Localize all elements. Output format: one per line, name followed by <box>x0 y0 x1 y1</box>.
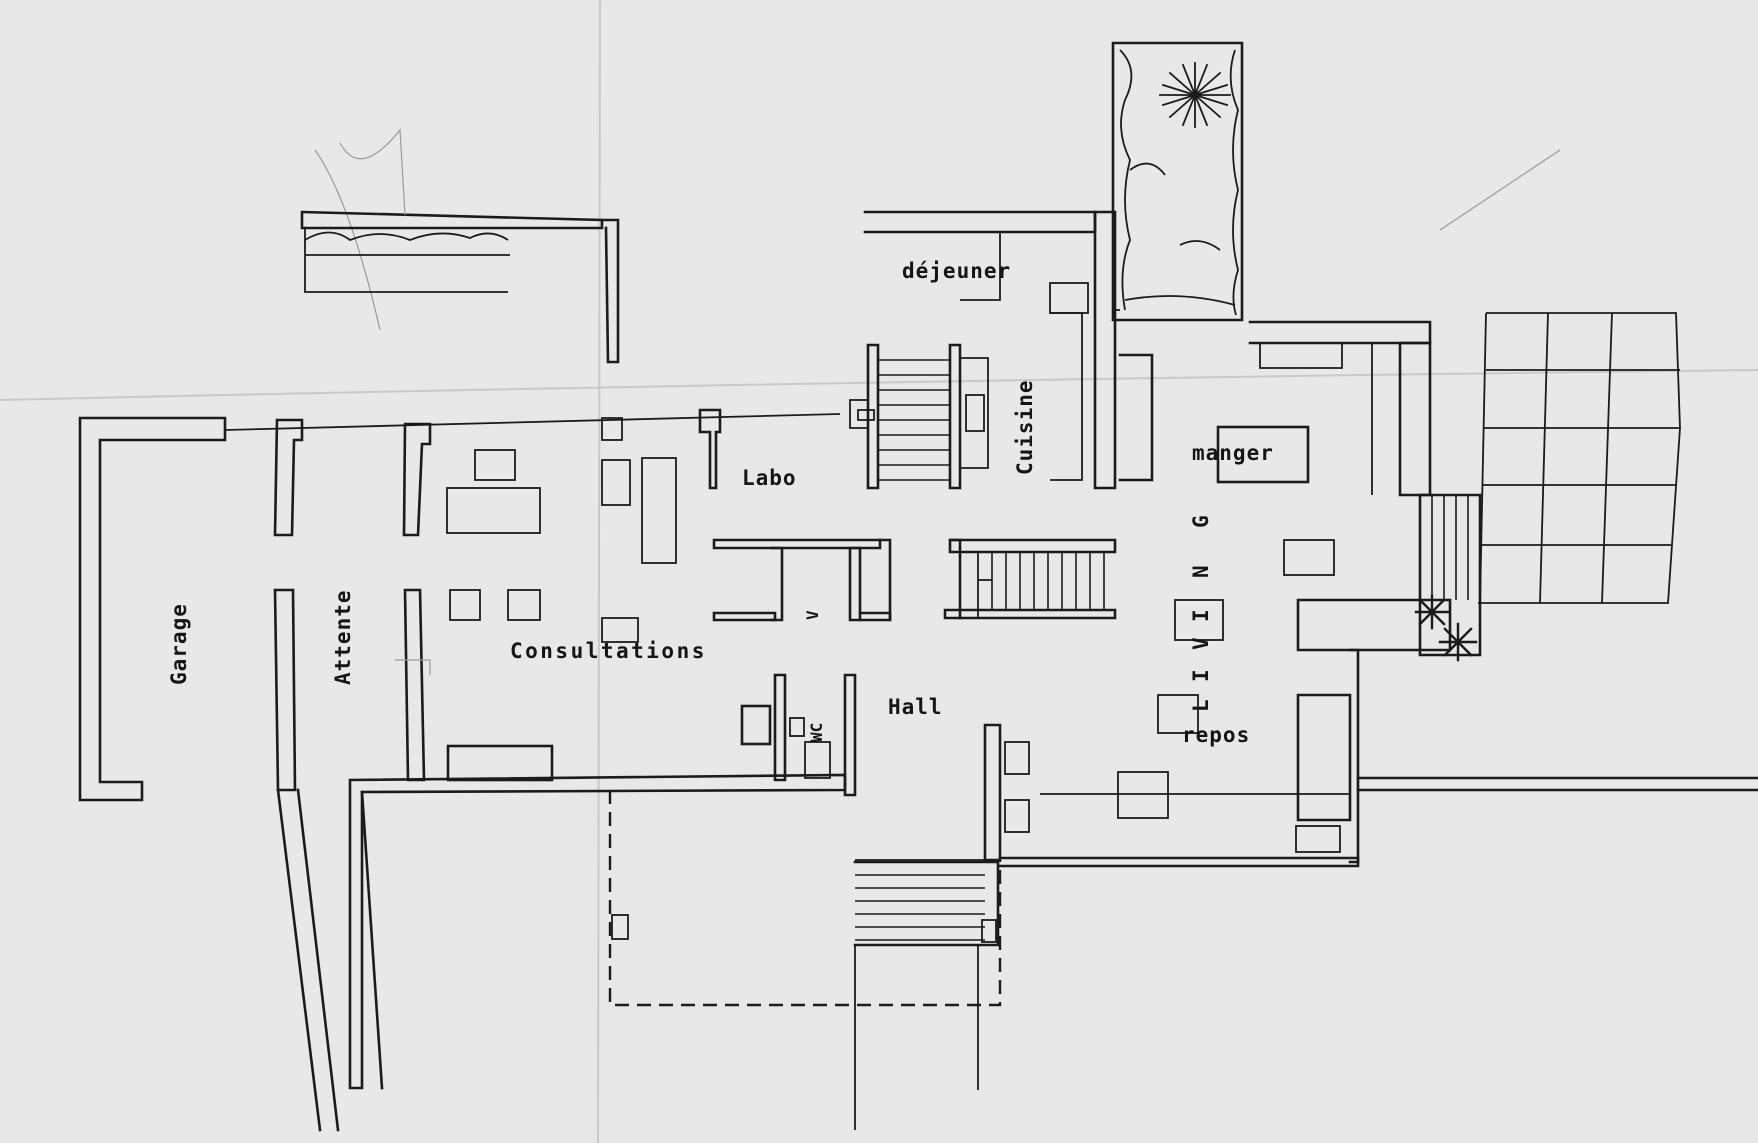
garage-walls <box>78 416 227 802</box>
entrance-steps <box>853 860 1000 1130</box>
room-label-living: G N I V I L <box>1189 514 1213 712</box>
room-label-wc: WC <box>807 723 826 742</box>
plant-icon <box>1414 594 1450 630</box>
upper-stair <box>849 343 989 490</box>
living-letter: N <box>1189 564 1213 578</box>
plant-icon <box>1438 622 1478 662</box>
living-walls <box>998 320 1758 868</box>
room-label-consultations: Consultations <box>510 639 707 663</box>
attente-walls <box>273 418 340 1132</box>
cuisine-walls <box>1050 210 1154 490</box>
room-label-repos: repos <box>1182 723 1250 747</box>
room-label-attente: Attente <box>331 589 355 685</box>
living-letter: L <box>1189 698 1213 712</box>
room-label-dejeuner: déjeuner <box>902 259 1011 283</box>
room-label-garage: Garage <box>167 603 191 685</box>
room-label-v: V <box>803 610 822 620</box>
room-label-labo: Labo <box>742 466 797 490</box>
middle-stair <box>943 538 1117 620</box>
room-label-hall: Hall <box>888 695 943 719</box>
living-letter: G <box>1189 514 1213 528</box>
living-letter: V <box>1189 636 1213 650</box>
plant-icon <box>1159 62 1231 128</box>
upper-left-terrace <box>300 128 620 364</box>
living-letter: I <box>1189 608 1213 622</box>
garden-court <box>1111 41 1244 322</box>
consultations-walls <box>395 417 677 782</box>
north-facade-line <box>224 413 841 431</box>
living-letter: I <box>1189 668 1213 682</box>
room-label-manger: manger <box>1192 441 1274 465</box>
labo-walls <box>698 408 892 622</box>
south-walls <box>348 773 1002 1090</box>
room-label-cuisine: Cuisine <box>1013 379 1037 475</box>
paved-terrace <box>1478 312 1681 604</box>
